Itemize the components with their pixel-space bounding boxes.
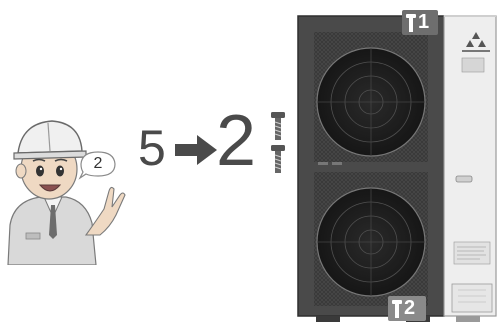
fan-grille-upper xyxy=(317,48,425,156)
speech-bubble: 2 xyxy=(78,150,118,180)
worker-illustration xyxy=(0,105,135,265)
screw-count-before: 5 xyxy=(138,118,166,178)
screw-count-after: 2 xyxy=(216,98,256,184)
fan-grille-lower xyxy=(317,188,425,296)
screw-icon xyxy=(271,112,285,142)
speech-bubble-number: 2 xyxy=(78,155,118,173)
screw-callout-2: 2 xyxy=(388,296,426,321)
screw-icon xyxy=(406,14,416,32)
screw-callout-1-number: 1 xyxy=(418,11,429,34)
arrow-right-icon xyxy=(173,133,219,167)
outdoor-unit xyxy=(296,14,499,324)
screw-icon xyxy=(271,145,285,175)
screw-callout-2-number: 2 xyxy=(404,297,415,320)
screw-callout-1: 1 xyxy=(402,10,438,35)
screw-icon xyxy=(392,300,402,318)
